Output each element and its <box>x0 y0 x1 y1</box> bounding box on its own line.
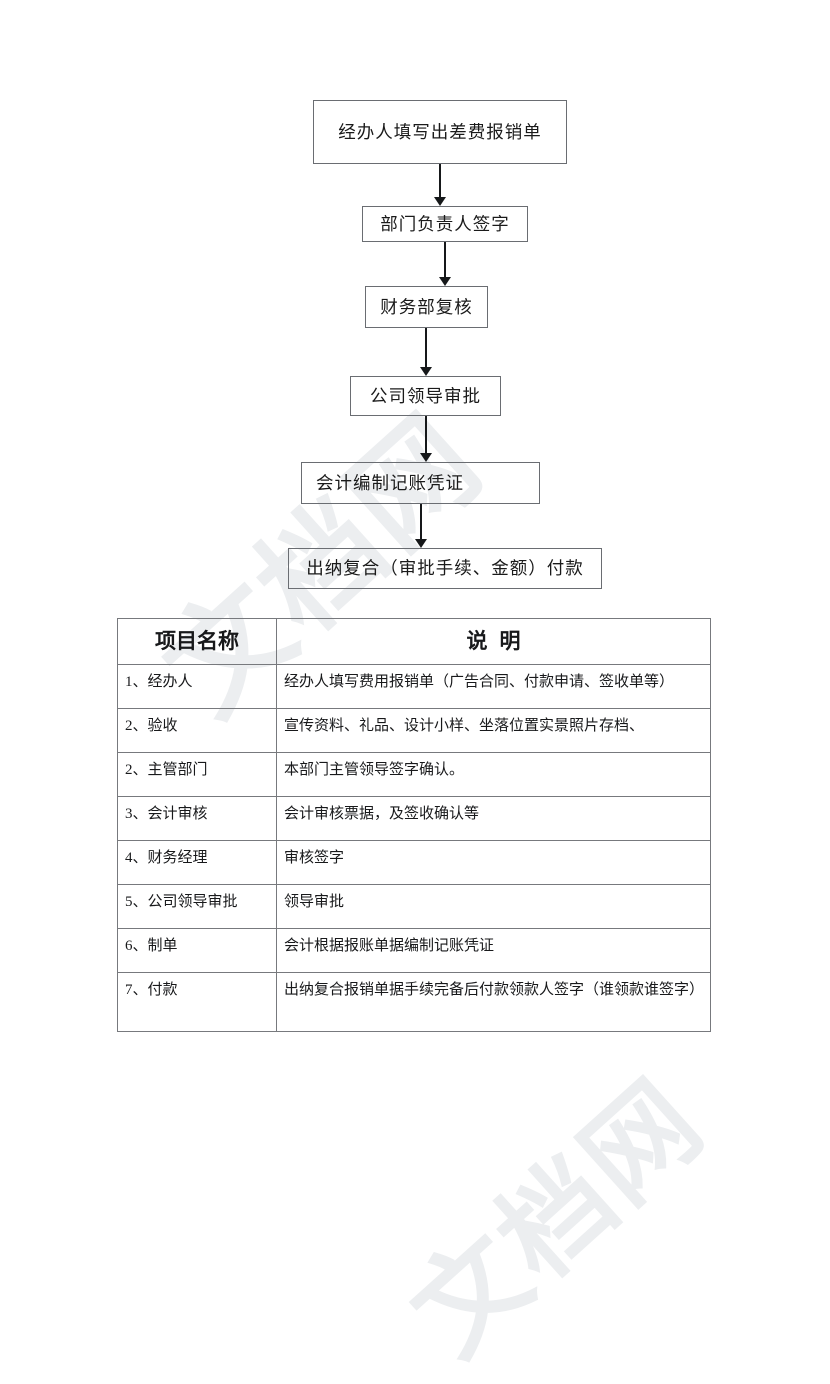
flow-arrow-1 <box>439 164 441 198</box>
table-row: 7、付款 出纳复合报销单据手续完备后付款领款人签字（谁领款谁签字） <box>117 972 711 1032</box>
table-cell-description: 经办人填写费用报销单（广告合同、付款申请、签收单等） <box>276 664 711 709</box>
table-header-description: 说明 <box>276 618 711 665</box>
table-cell-description: 会计根据报账单据编制记账凭证 <box>276 928 711 973</box>
table-header-row: 项目名称 说明 <box>117 618 711 665</box>
flow-node-label: 公司领导审批 <box>370 385 481 406</box>
flow-node-label: 会计编制记账凭证 <box>316 472 464 493</box>
table-row: 2、主管部门 本部门主管领导签字确认。 <box>117 752 711 797</box>
flow-node-step-6: 出纳复合（审批手续、金额）付款 <box>288 548 602 589</box>
table-row: 6、制单 会计根据报账单据编制记账凭证 <box>117 928 711 973</box>
table-cell-name: 5、公司领导审批 <box>117 884 277 929</box>
table-header-description-b: 明 <box>499 628 521 653</box>
flow-arrow-3 <box>425 328 427 368</box>
table-cell-name: 1、经办人 <box>117 664 277 709</box>
table-row: 3、会计审核 会计审核票据，及签收确认等 <box>117 796 711 841</box>
table-cell-description: 领导审批 <box>276 884 711 929</box>
process-description-table: 项目名称 说明 1、经办人 经办人填写费用报销单（广告合同、付款申请、签收单等）… <box>117 618 711 1032</box>
flow-node-step-5: 会计编制记账凭证 <box>301 462 540 504</box>
reimbursement-flowchart: 经办人填写出差费报销单 部门负责人签字 财务部复核 公司领导审批 会计编制记账凭… <box>0 0 830 610</box>
flow-node-label: 部门负责人签字 <box>380 213 510 234</box>
table-cell-description: 出纳复合报销单据手续完备后付款领款人签字（谁领款谁签字） <box>276 972 711 1032</box>
table-row: 4、财务经理 审核签字 <box>117 840 711 885</box>
flow-node-step-2: 部门负责人签字 <box>362 206 528 242</box>
table-row: 5、公司领导审批 领导审批 <box>117 884 711 929</box>
table-row: 2、验收 宣传资料、礼品、设计小样、坐落位置实景照片存档、 <box>117 708 711 753</box>
table-cell-name: 4、财务经理 <box>117 840 277 885</box>
table-cell-description: 宣传资料、礼品、设计小样、坐落位置实景照片存档、 <box>276 708 711 753</box>
table-cell-name: 3、会计审核 <box>117 796 277 841</box>
flow-node-step-1: 经办人填写出差费报销单 <box>313 100 567 164</box>
flow-arrow-4 <box>425 416 427 454</box>
flow-node-label: 出纳复合（审批手续、金额）付款 <box>306 558 584 578</box>
table-cell-name: 2、主管部门 <box>117 752 277 797</box>
process-description-table-wrapper: 项目名称 说明 1、经办人 经办人填写费用报销单（广告合同、付款申请、签收单等）… <box>117 618 711 1032</box>
document-page: 经办人填写出差费报销单 部门负责人签字 财务部复核 公司领导审批 会计编制记账凭… <box>0 0 830 1174</box>
table-cell-name: 7、付款 <box>117 972 277 1032</box>
flow-node-step-3: 财务部复核 <box>365 286 488 328</box>
flow-node-label: 财务部复核 <box>380 296 473 317</box>
table-cell-description: 会计审核票据，及签收确认等 <box>276 796 711 841</box>
table-cell-description: 本部门主管领导签字确认。 <box>276 752 711 797</box>
table-cell-name: 2、验收 <box>117 708 277 753</box>
flow-arrow-2 <box>444 242 446 278</box>
flow-node-step-4: 公司领导审批 <box>350 376 501 416</box>
table-row: 1、经办人 经办人填写费用报销单（广告合同、付款申请、签收单等） <box>117 664 711 709</box>
flow-node-label: 经办人填写出差费报销单 <box>338 121 542 142</box>
table-cell-name: 6、制单 <box>117 928 277 973</box>
table-cell-description: 审核签字 <box>276 840 711 885</box>
table-header-name: 项目名称 <box>117 618 277 665</box>
flow-arrow-5 <box>420 504 422 540</box>
table-header-description-a: 说 <box>466 628 500 653</box>
